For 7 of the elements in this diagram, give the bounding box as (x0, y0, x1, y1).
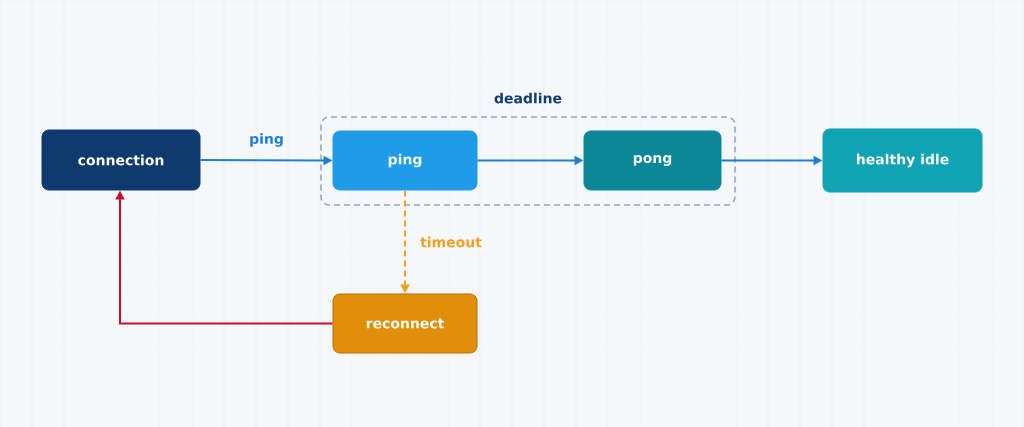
process-box: connection (41, 129, 201, 191)
process-box: healthy idle (822, 128, 983, 193)
process-box: ping (332, 130, 478, 191)
process-box: reconnect (332, 293, 478, 354)
node-label: deadline (494, 92, 562, 104)
edge-label: ping (247, 131, 286, 149)
process-box: pong (583, 130, 722, 191)
